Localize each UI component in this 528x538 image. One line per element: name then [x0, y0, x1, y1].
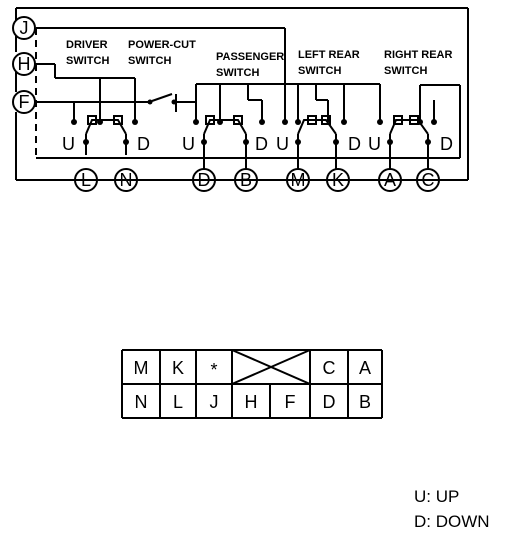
- connector-cell-m: M: [134, 358, 149, 378]
- passenger-switch-label-2: SWITCH: [216, 67, 259, 79]
- blank-cavity-cross: [231, 349, 311, 385]
- right-rear-switch-label-1: RIGHT REAR: [384, 49, 453, 61]
- terminal-f-label: F: [19, 92, 30, 112]
- right-rear-switch-contacts: [377, 115, 437, 170]
- down-marker: D: [440, 134, 453, 154]
- power-cut-switch-label-2: SWITCH: [128, 55, 171, 67]
- wiring-lines: [35, 27, 461, 159]
- connector-cell-l: L: [173, 392, 183, 412]
- power-cut-switch-label-1: POWER-CUT: [128, 39, 196, 51]
- connector-cell-f: F: [285, 392, 296, 412]
- down-marker: D: [137, 134, 150, 154]
- down-marker: D: [255, 134, 268, 154]
- terminal-a-label: A: [384, 170, 396, 190]
- harness-frame: [15, 7, 469, 181]
- passenger-switch-contacts: [193, 115, 265, 170]
- up-marker: U: [368, 134, 381, 154]
- up-marker: U: [182, 134, 195, 154]
- driver-switch-label-2: SWITCH: [66, 55, 109, 67]
- terminal-l-label: L: [81, 170, 91, 190]
- connector-cell-n: N: [135, 392, 148, 412]
- connector-cell-d: D: [323, 392, 336, 412]
- down-marker: D: [348, 134, 361, 154]
- terminal-d-label: D: [198, 170, 211, 190]
- driver-switch-contacts: [71, 115, 138, 155]
- up-down-markers: U D U D U D U D: [62, 134, 453, 154]
- passenger-switch-label-1: PASSENGER: [216, 51, 284, 63]
- terminal-j-label: J: [20, 18, 29, 38]
- switch-labels: DRIVER SWITCH POWER-CUT SWITCH PASSENGER…: [66, 39, 453, 79]
- terminal-b-label: B: [240, 170, 252, 190]
- terminal-k-label: K: [332, 170, 344, 190]
- left-rear-switch-contacts: [282, 115, 347, 170]
- left-rear-switch-label-2: SWITCH: [298, 65, 341, 77]
- up-marker: U: [62, 134, 75, 154]
- connector-cell-b: B: [359, 392, 371, 412]
- up-marker: U: [276, 134, 289, 154]
- connector-cell-c: C: [323, 358, 336, 378]
- connector-cell-k: K: [172, 358, 184, 378]
- connector-cell-a: A: [359, 358, 371, 378]
- right-rear-switch-label-2: SWITCH: [384, 65, 427, 77]
- connector-cell-j: J: [210, 392, 219, 412]
- left-rear-switch-label-1: LEFT REAR: [298, 49, 360, 61]
- connector-face: M K * C A N L J H F D B: [121, 349, 383, 419]
- terminal-m-label: M: [291, 170, 306, 190]
- terminal-h-label: H: [18, 54, 31, 74]
- legend: U: UP D: DOWN: [414, 487, 490, 531]
- driver-switch-label-1: DRIVER: [66, 39, 108, 51]
- switch-contacts: [71, 115, 437, 170]
- legend-up: U: UP: [414, 487, 459, 506]
- connector-cell-unused: *: [210, 360, 217, 380]
- connector-cell-h: H: [245, 392, 258, 412]
- terminal-n-label: N: [120, 170, 133, 190]
- bottom-terminals: L N D B M K A C: [74, 168, 440, 192]
- terminal-c-label: C: [422, 170, 435, 190]
- left-terminals: J H F: [12, 16, 36, 114]
- legend-down: D: DOWN: [414, 512, 490, 531]
